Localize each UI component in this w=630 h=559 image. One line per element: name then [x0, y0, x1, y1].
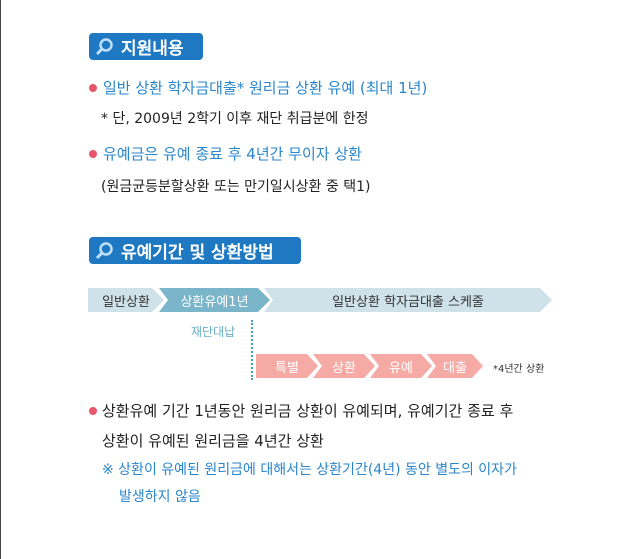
marker-line — [251, 320, 253, 380]
timeline-deferral: 상환유예1년 — [159, 288, 270, 312]
section-heading-repayment: 유예기간 및 상환방법 — [89, 237, 301, 264]
marker-label: 재단대납 — [191, 325, 236, 339]
special-step: 특별 — [256, 354, 318, 378]
section-title: 유예기간 및 상환방법 — [121, 243, 274, 263]
timeline-schedule: 일반상환 학자금대출 스케줄 — [264, 288, 552, 312]
note-text: 발생하지 않음 — [119, 489, 201, 505]
note-text: ※ 상환이 유예된 원리금에 대해서는 상환기간(4년) 동안 별도의 이자가 — [102, 462, 517, 478]
bullet-text: 상환유예 기간 1년동안 원리금 상환이 유예되며, 유예기간 종료 후 — [102, 402, 514, 420]
bullet-text: 유예금은 유예 종료 후 4년간 무이자 상환 — [103, 145, 362, 163]
bullet-text: 일반 상환 학자금대출* 원리금 상환 유예 (최대 1년) — [103, 79, 428, 97]
section-heading-support: 지원내용 — [89, 33, 203, 60]
special-step: 상환 — [313, 354, 375, 378]
section-title: 지원내용 — [121, 39, 184, 59]
bullet-note: (원금균등분할상환 또는 만기일시상환 중 택1) — [101, 179, 371, 195]
special-step: 대출 — [427, 354, 483, 378]
search-icon — [95, 241, 113, 259]
bullet-item: 유예금은 유예 종료 후 4년간 무이자 상환 — [89, 143, 362, 164]
bullet-dot — [89, 407, 97, 415]
special-note: *4년간 상환 — [493, 364, 545, 375]
timeline-normal: 일반상환 — [88, 288, 164, 312]
bullet-text: 상환이 유예된 원리금을 4년간 상환 — [102, 432, 324, 450]
special-step: 유예 — [370, 354, 432, 378]
bullet-item: 일반 상환 학자금대출* 원리금 상환 유예 (최대 1년) — [89, 77, 427, 98]
bullet-dot — [89, 149, 97, 158]
search-icon — [95, 37, 113, 55]
bullet-dot — [89, 83, 97, 92]
bullet-note: * 단, 2009년 2학기 이후 재단 취급분에 한정 — [101, 111, 369, 127]
